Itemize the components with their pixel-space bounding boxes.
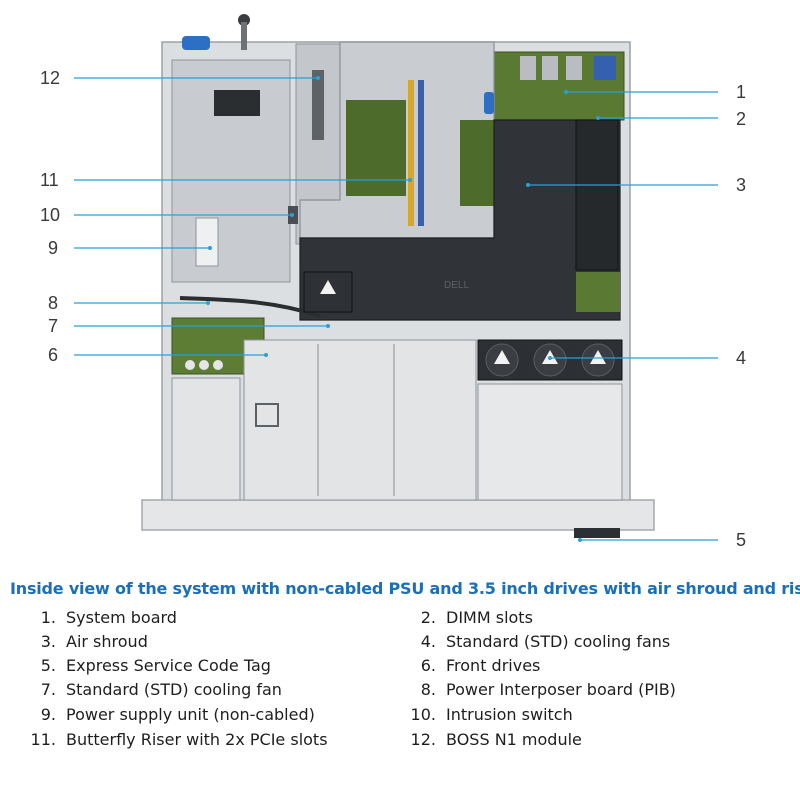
callout-7: 7	[48, 316, 59, 336]
shroud-logo: DELL	[444, 280, 469, 291]
callout-11: 11	[40, 170, 59, 190]
legend-num: 3.	[40, 632, 56, 651]
legend-item-3: 3. Air shroud	[30, 632, 148, 651]
legend-item-1: 1. System board	[30, 608, 177, 627]
legend-label: Power Interposer board (PIB)	[446, 680, 676, 699]
callout-9: 9	[48, 238, 59, 258]
leader-dot-2	[596, 116, 600, 120]
leader-dot-9	[208, 246, 212, 250]
riser-blue-tab	[484, 92, 494, 114]
express-service-code-tag	[574, 528, 620, 538]
psu-handle	[182, 36, 210, 50]
figure-caption: Inside view of the system with non-cable…	[10, 579, 800, 598]
callout-1: 1	[736, 82, 747, 102]
legend-num: 5.	[40, 656, 56, 675]
legend-label: Butterfly Riser with 2x PCIe slots	[66, 730, 328, 749]
leader-endpoints	[206, 76, 600, 542]
psu-fan-grille	[214, 90, 260, 116]
fan-warning-icon	[320, 280, 336, 294]
callout-6: 6	[48, 345, 59, 365]
legend-num: 10.	[410, 705, 436, 724]
legend-item-8: 8. Power Interposer board (PIB)	[410, 680, 676, 699]
pib-capacitor-3	[213, 360, 223, 370]
legend-label: System board	[66, 608, 177, 627]
callout-4: 4	[736, 348, 747, 368]
riser-pcie-slot-2	[418, 80, 424, 226]
callout-12: 12	[40, 68, 61, 88]
rear-io-port-c	[566, 56, 582, 80]
legend-item-11: 11. Butterfly Riser with 2x PCIe slots	[30, 730, 328, 749]
legend-item-10: 10. Intrusion switch	[410, 705, 573, 724]
pib-capacitor-1	[185, 360, 195, 370]
callout-8: 8	[48, 293, 59, 313]
leader-lines	[74, 77, 718, 541]
legend-label: Intrusion switch	[446, 705, 573, 724]
leader-dot-12	[316, 76, 320, 80]
legend-item-9: 9. Power supply unit (non-cabled)	[30, 705, 315, 724]
air-shroud	[299, 119, 621, 321]
fan-1-warning-icon	[494, 350, 510, 364]
boss-slot	[312, 70, 324, 140]
fan-3-warning-icon	[590, 350, 606, 364]
legend-num: 9.	[40, 705, 56, 724]
rear-io-port-a	[520, 56, 536, 80]
legend-item-4: 4. Standard (STD) cooling fans	[410, 632, 671, 651]
legend-num: 1.	[40, 608, 56, 627]
server-inside-view-diagram: DELL	[74, 14, 718, 542]
callout-2: 2	[736, 109, 747, 129]
legend-label: BOSS N1 module	[446, 730, 582, 749]
legend-num: 4.	[420, 632, 436, 651]
leader-dot-4	[548, 356, 552, 360]
right-drive-bay	[477, 383, 623, 501]
legend-item-2: 2. DIMM slots	[410, 608, 533, 627]
leader-dot-3	[526, 183, 530, 187]
legend-item-5: 5. Express Service Code Tag	[30, 656, 271, 675]
leader-dot-11	[408, 178, 412, 182]
leader-dot-8	[206, 301, 210, 305]
drive-latch	[255, 403, 279, 427]
riser-pcie-card-area	[346, 100, 406, 196]
legend-item-7: 7. Standard (STD) cooling fan	[30, 680, 282, 699]
pib-capacitor-2	[199, 360, 209, 370]
psu-label-plate	[195, 217, 219, 267]
rear-io-vga-port	[594, 56, 616, 80]
callout-10: 10	[40, 205, 61, 225]
legend-label: Power supply unit (non-cabled)	[66, 705, 315, 724]
riser-pcie-slot-1	[408, 80, 414, 226]
legend-label: Standard (STD) cooling fans	[446, 632, 671, 651]
psu-latch-post	[241, 22, 247, 50]
legend-label: Air shroud	[66, 632, 148, 651]
legend-num: 7.	[40, 680, 56, 699]
dimm-slots	[575, 119, 619, 271]
legend-label: Express Service Code Tag	[66, 656, 271, 675]
callout-5: 5	[736, 530, 747, 550]
leader-dot-10	[290, 213, 294, 217]
riser-board-right	[460, 120, 494, 206]
chassis-front-bezel	[141, 499, 655, 531]
legend-num: 8.	[420, 680, 436, 699]
legend-label: Front drives	[446, 656, 541, 675]
leader-dot-6	[264, 353, 268, 357]
callout-3: 3	[736, 175, 747, 195]
left-drive-bay	[171, 377, 241, 501]
legend-num: 2.	[420, 608, 436, 627]
rear-io-port-b	[542, 56, 558, 80]
legend-num: 6.	[420, 656, 436, 675]
front-drives-cage	[243, 339, 477, 501]
leader-dot-5	[578, 538, 582, 542]
leader-dot-7	[326, 324, 330, 328]
legend-item-12: 12. BOSS N1 module	[410, 730, 582, 749]
legend-label: Standard (STD) cooling fan	[66, 680, 282, 699]
legend-num: 11.	[30, 730, 56, 749]
legend-label: DIMM slots	[446, 608, 533, 627]
legend-item-6: 6. Front drives	[410, 656, 541, 675]
pib-board-right	[576, 272, 620, 312]
legend-num: 12.	[410, 730, 436, 749]
leader-dot-1	[564, 90, 568, 94]
